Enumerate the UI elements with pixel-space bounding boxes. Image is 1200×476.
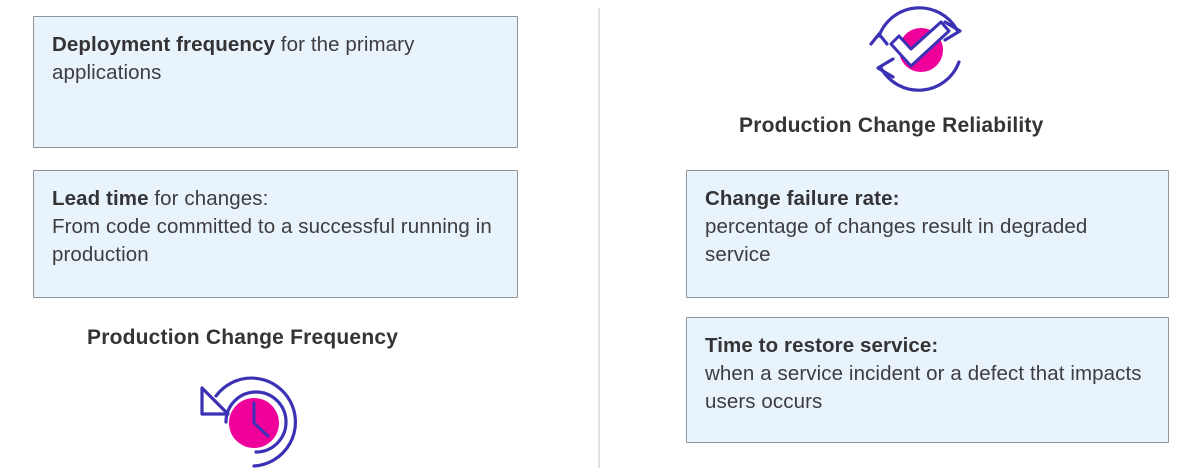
column-divider: [598, 8, 600, 468]
card-change-failure-rate-rest: percentage of changes result in degraded…: [705, 215, 1088, 266]
card-deployment-frequency-text: Deployment frequency for the primary app…: [52, 31, 503, 87]
card-change-failure-rate: Change failure rate: percentage of change…: [686, 170, 1169, 298]
change-reliability-check-refresh-icon: [857, 0, 981, 98]
card-change-failure-rate-text: Change failure rate: percentage of change…: [705, 185, 1154, 269]
card-lead-time-text: Lead time for changes:From code committe…: [52, 185, 503, 269]
card-deployment-frequency: Deployment frequency for the primary app…: [33, 16, 518, 148]
card-lead-time-rest: for changes:From code committed to a suc…: [52, 187, 492, 266]
card-lead-time: Lead time for changes:From code committe…: [33, 170, 518, 298]
card-time-to-restore-service-rest: when a service incident or a defect that…: [705, 362, 1142, 413]
clock-restore-icon: [192, 368, 320, 476]
card-change-failure-rate-bold: Change failure rate:: [705, 187, 900, 210]
title-production-change-frequency: Production Change Frequency: [87, 326, 399, 349]
card-time-to-restore-service-bold: Time to restore service:: [705, 334, 939, 357]
card-lead-time-bold: Lead time: [52, 187, 149, 210]
card-time-to-restore-service-text: Time to restore service: when a service i…: [705, 332, 1154, 416]
card-deployment-frequency-bold: Deployment frequency: [52, 33, 275, 56]
card-time-to-restore-service: Time to restore service: when a service i…: [686, 317, 1169, 443]
card-deployment-frequency-rest: for the primary applications: [52, 33, 415, 84]
title-production-change-reliability: Production Change Reliability: [739, 114, 1044, 137]
